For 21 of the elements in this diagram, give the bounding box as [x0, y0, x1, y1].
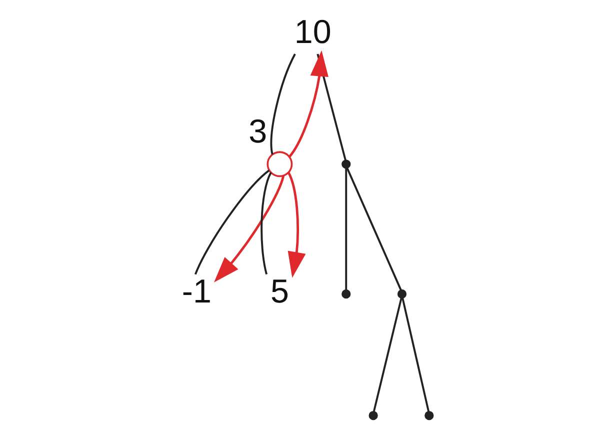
connector: [260, 172, 272, 274]
connector: [270, 54, 296, 155]
arrow: [287, 172, 306, 278]
node-text: 5: [270, 273, 289, 310]
node-point: [424, 410, 434, 420]
node-point: [342, 160, 351, 169]
connector: [346, 167, 402, 291]
connector: [372, 298, 402, 412]
connector: [316, 54, 346, 160]
connector: [345, 168, 348, 290]
node-point: [342, 289, 351, 299]
arrow: [214, 176, 285, 282]
node-text: -1: [182, 273, 212, 310]
node-text: 10: [294, 14, 332, 51]
arrow: [288, 50, 328, 158]
node-circle: [266, 151, 293, 178]
connector: [194, 170, 270, 275]
connector: [402, 298, 430, 412]
node-label: 3: [248, 113, 268, 150]
node-point: [397, 289, 407, 299]
node-point: [368, 410, 378, 420]
